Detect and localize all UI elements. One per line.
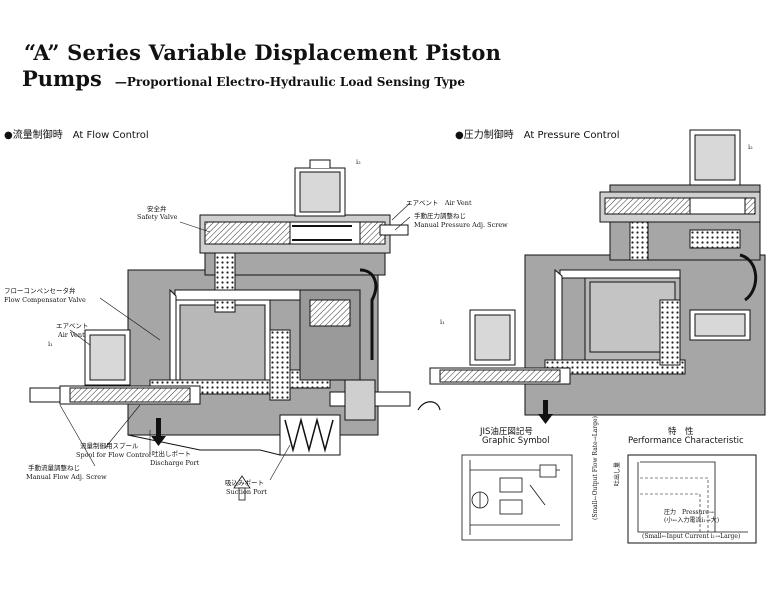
performance-heading-jp: 特 性 [668,427,694,437]
manual-pressure-label: Manual Pressure Adj. Screw [414,221,508,229]
title-line-2: Pumps —Proportional Electro-Hydraulic Lo… [22,66,465,91]
title-line-1: “A” Series Variable Displacement Piston [24,40,502,65]
manual-flow-label-jp: 手動流量調整ねじ [28,464,80,472]
chart-x-label-pressure: 圧力 Pressure→ [664,509,714,516]
discharge-arrow-icon [151,418,166,446]
right-discharge-arrow-icon [538,400,553,424]
chart-y-label: (Small←Output Flow Rate→Large) [592,416,599,520]
safety-valve-label-jp: 安全弁 [147,205,167,213]
current-symbol-top-right: i₂ [748,143,753,151]
right-section-heading: ●圧力制御時 At Pressure Control [455,130,620,141]
suction-port-label-jp: 吸込みポート [225,479,264,487]
flow-compensator-label: Flow Compensator Valve [4,296,86,304]
chart-x-label-input: (Small←Input Current i₁→Large) [642,533,741,540]
manual-pressure-label-jp: 手動圧力調整ねじ [414,212,466,220]
jis-graphic-symbol [461,454,573,541]
current-symbol-left: i₁ [48,340,53,348]
air-vent-left-label-jp: エアベント [56,322,89,330]
spool-label: Spool for Flow Control [76,451,151,459]
left-leader-lines [59,202,411,481]
left-pump-body [29,159,411,456]
air-vent-left-label: Air Vent [58,331,85,339]
spool-label-jp: 流量制御用スプール [80,442,139,450]
jis-symbol-heading: Graphic Symbol [482,436,550,446]
jis-symbol-heading-jp: JIS油圧図記号 [480,427,533,437]
manual-flow-label: Manual Flow Adj. Screw [26,473,107,481]
left-section-heading: ●流量制御時 At Flow Control [4,130,149,141]
current-symbol-left-right: i₁ [440,318,445,326]
title-main: Pumps [22,66,102,91]
safety-valve-label: Safety Valve [137,213,178,221]
discharge-port-label-jp: 吐出しポート [152,450,191,458]
performance-characteristic-chart [627,454,757,544]
current-symbol-top-left: i₂ [356,158,361,166]
flow-compensator-label-jp: フローコンペンセータ弁 [4,287,76,295]
suction-arrow-icon [233,475,251,501]
right-pump-body [429,129,766,416]
discharge-port-label: Discharge Port [150,459,200,467]
suction-port-label: Suction Port [226,488,267,496]
rotation-arrow-icon [417,401,441,411]
chart-y-label-jp: 吐出し量 [614,461,621,486]
title-subtitle: —Proportional Electro-Hydraulic Load Sen… [114,75,465,89]
chart-x-label-input-jp: (小←入力電流i₁→大) [664,517,720,524]
performance-heading: Performance Characteristic [628,436,744,446]
air-vent-top-label: エアベント Air Vent [406,199,472,207]
